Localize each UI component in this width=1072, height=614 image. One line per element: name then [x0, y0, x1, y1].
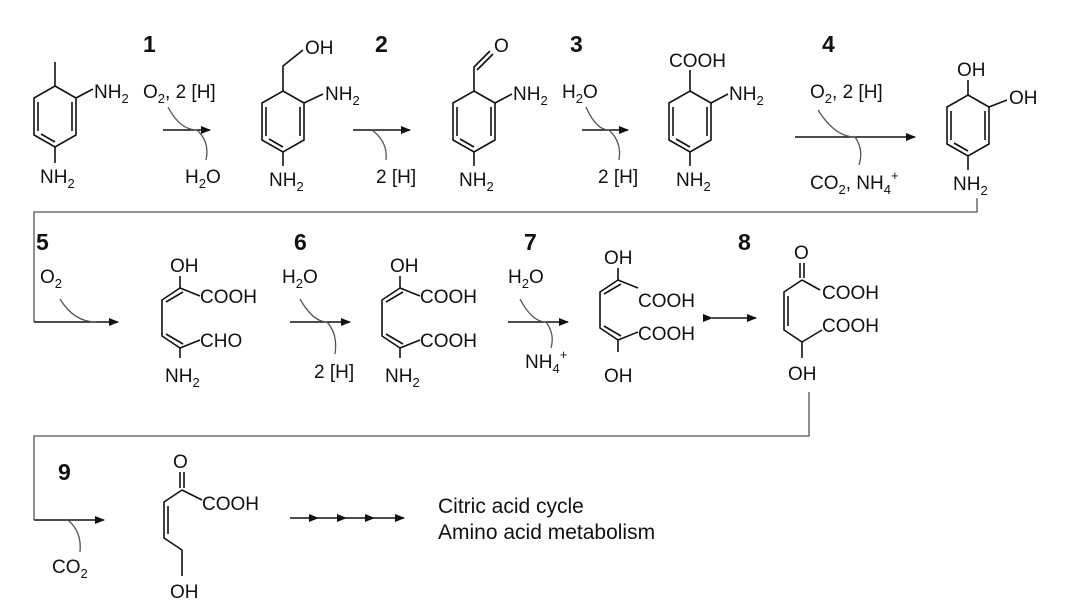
- curved-arrow-out-1: [196, 129, 208, 161]
- reagent-in-step-1: O2, 2 [H]: [143, 82, 216, 106]
- label-oh: OH: [1009, 88, 1038, 109]
- label-oh: OH: [604, 248, 633, 269]
- label-o: O: [494, 36, 509, 57]
- curved-arrow-in-5: [59, 298, 97, 323]
- label-o: O: [794, 243, 809, 264]
- molecule-diaminobenzyl-alcohol: OH NH2 NH2: [261, 38, 360, 194]
- label-nh2: NH: [94, 82, 121, 103]
- curved-arrow-out-4: [854, 136, 862, 166]
- label-cho: CHO: [200, 331, 242, 352]
- label-cooh: COOH: [822, 283, 879, 304]
- label-cooh: COOH: [638, 291, 695, 312]
- reagent-in-step-5: O2: [40, 267, 62, 291]
- curved-arrow-in-4: [817, 109, 856, 138]
- molecule-diaminobenzaldehyde: O NH2 NH2: [452, 36, 548, 194]
- svg-text:NH2: NH2: [513, 84, 548, 108]
- reagent-in-step-6: H2O: [282, 267, 318, 291]
- label-oh: OH: [390, 256, 419, 277]
- molecule-keto-tautomer: O COOH COOH OH: [783, 243, 879, 385]
- svg-text:NH2: NH2: [325, 84, 360, 108]
- label-oh: OH: [604, 366, 633, 387]
- byproduct-step-3: 2 [H]: [598, 167, 638, 188]
- label-cooh: COOH: [822, 316, 879, 337]
- byproduct-step-1: H2O: [185, 167, 221, 191]
- svg-text:NH2: NH2: [953, 174, 988, 198]
- step-number-7: 7: [524, 229, 537, 255]
- byproduct-step-6: 2 [H]: [314, 362, 354, 383]
- molecule-semialdehyde-intermediate: OH COOH CHO NH2: [161, 256, 257, 390]
- curved-arrow-out-6: [326, 321, 337, 355]
- svg-text:NH2: NH2: [165, 366, 200, 390]
- molecule-dicarboxylic-intermediate: OH COOH COOH NH2: [381, 256, 477, 390]
- label-oh: OH: [957, 60, 986, 81]
- label-subscript: 2: [121, 91, 128, 106]
- molecule-diaminotoluene: NH2 NH2: [33, 62, 129, 191]
- connector-line-2: [33, 392, 810, 520]
- curved-arrow-out-9: [67, 519, 81, 553]
- curved-arrow-out-3: [608, 129, 621, 161]
- byproduct-step-9: CO2: [52, 557, 88, 581]
- label-cooh: COOH: [638, 324, 695, 345]
- step-number-5: 5: [36, 229, 49, 255]
- svg-text:NH2: NH2: [385, 366, 420, 390]
- molecule-diaminobenzoic-acid: COOH NH2 NH2: [668, 51, 764, 194]
- label-subscript: 2: [67, 176, 74, 191]
- label-cooh: COOH: [200, 287, 257, 308]
- curved-arrow-in-7: [519, 298, 547, 323]
- label-cooh: COOH: [202, 494, 259, 515]
- step-number-2: 2: [375, 31, 388, 57]
- molecule-dihydroxy-dienedioic-acid: OH COOH COOH OH: [599, 248, 695, 387]
- svg-text:NH2: NH2: [459, 170, 494, 194]
- svg-text:NH2: NH2: [676, 170, 711, 194]
- curved-arrow-in-3: [585, 106, 610, 131]
- label-oh: OH: [305, 38, 334, 59]
- svg-text:NH2: NH2: [269, 170, 304, 194]
- reagent-in-step-7: H2O: [508, 267, 544, 291]
- curved-arrow-in-6: [299, 298, 328, 323]
- svg-text:NH2: NH2: [94, 82, 129, 106]
- svg-text:NH2: NH2: [40, 167, 75, 191]
- step-number-4: 4: [822, 31, 835, 57]
- curved-arrow-out-7: [545, 321, 553, 349]
- step-number-9: 9: [58, 459, 71, 485]
- step-number-8: 8: [738, 229, 751, 255]
- byproduct-step-4: CO2, NH4+: [810, 168, 899, 197]
- label-oh: OH: [788, 364, 817, 385]
- byproduct-step-2: 2 [H]: [376, 167, 416, 188]
- outcome-amino-acid-metabolism: Amino acid metabolism: [438, 521, 655, 544]
- reagent-in-step-3: H2O: [562, 82, 598, 106]
- label-cooh: COOH: [669, 51, 726, 72]
- label-oh: OH: [170, 256, 199, 277]
- step-number-3: 3: [570, 31, 583, 57]
- step-number-6: 6: [294, 229, 307, 255]
- molecule-final-keto-acid: O COOH OH: [163, 452, 259, 603]
- label-cooh: COOH: [420, 331, 477, 352]
- label-o: O: [173, 452, 188, 473]
- reagent-in-step-4: O2, 2 [H]: [810, 82, 883, 106]
- label-nh2: NH: [40, 167, 67, 188]
- connector-line-1: [33, 198, 978, 322]
- outcome-citric-acid-cycle: Citric acid cycle: [438, 495, 584, 518]
- curved-arrow-in-1: [167, 106, 198, 131]
- label-oh: OH: [170, 582, 199, 603]
- curved-arrow-out-2: [371, 129, 387, 161]
- step-number-1: 1: [143, 31, 156, 57]
- molecule-aminocatechol: OH OH NH2: [946, 60, 1038, 198]
- svg-text:NH2: NH2: [729, 84, 764, 108]
- label-cooh: COOH: [420, 287, 477, 308]
- byproduct-step-7: NH4+: [525, 347, 567, 376]
